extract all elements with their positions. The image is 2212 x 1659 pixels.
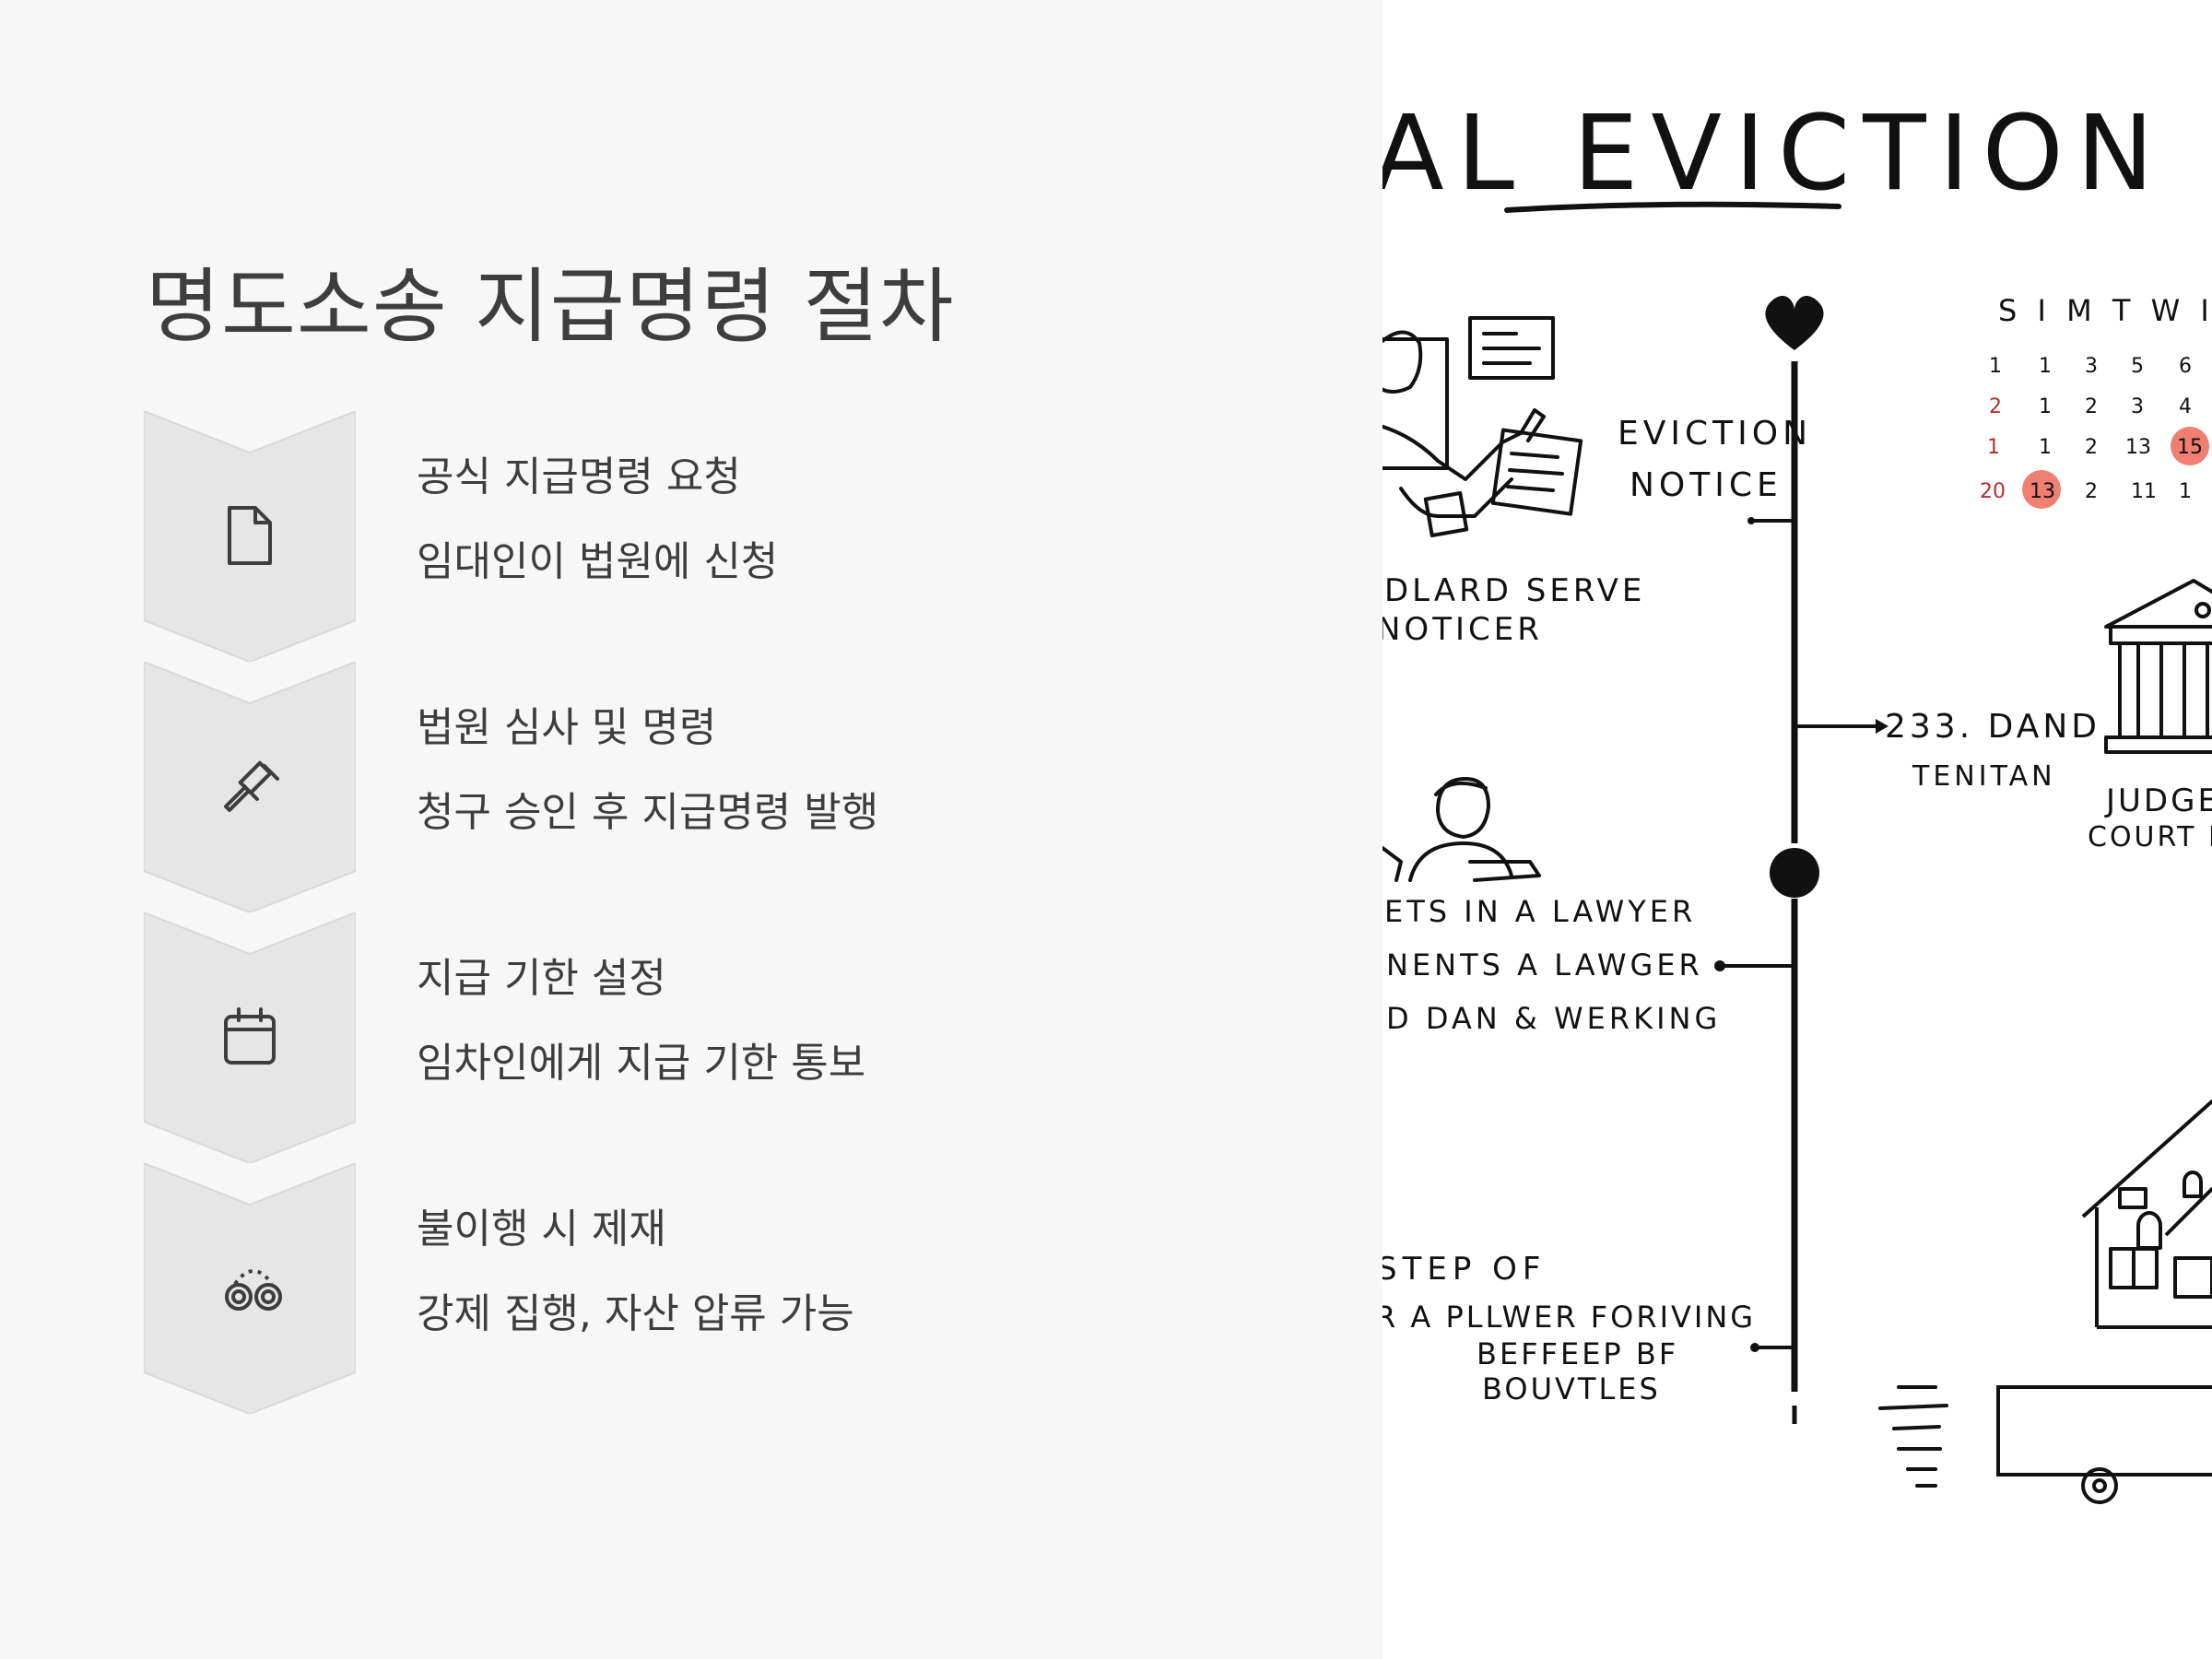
step-chevron <box>144 411 356 662</box>
content-panel: 명도소송 지급명령 절차 공식 지급명령 요청 임대인이 법원 <box>144 259 1342 1414</box>
landlord-illustration <box>1382 316 1583 537</box>
hearing-label: 233. DAND <box>1885 708 2100 746</box>
timeline-milestone <box>1770 848 1819 898</box>
final-step-label: BOUVTLES <box>1482 1371 1661 1406</box>
house-illustration <box>2081 1100 2212 1329</box>
final-step-label: STEP OF <box>1382 1251 1546 1288</box>
svg-text:13: 13 <box>2030 480 2055 503</box>
process-step-1: 공식 지급명령 요청 임대인이 법원에 신청 <box>144 411 1342 662</box>
lawyer-label: NENTS A LAWGER <box>1386 947 1703 982</box>
courthouse-illustration <box>2104 579 2212 754</box>
handcuffs-icon <box>222 1256 282 1319</box>
svg-text:1: 1 <box>1987 436 2000 459</box>
step-description: 강제 집행, 자산 압류 가능 <box>417 1290 854 1337</box>
svg-text:6: 6 <box>2179 355 2192 378</box>
step-description: 청구 승인 후 지급명령 발행 <box>417 789 879 836</box>
notice-label: EVICTION <box>1618 415 1812 453</box>
svg-text:20: 20 <box>1980 480 2006 503</box>
svg-text:11: 11 <box>2131 480 2157 503</box>
process-step-3: 지급 기한 설정 임차인에게 지급 기한 통보 <box>144 912 1342 1163</box>
process-step-2: 법원 심사 및 명령 청구 승인 후 지급명령 발행 <box>144 662 1342 912</box>
serve-label: NOTICER <box>1382 611 1543 648</box>
step-description: 임차인에게 지급 기한 통보 <box>417 1040 866 1087</box>
svg-text:1: 1 <box>2179 480 2192 503</box>
svg-text:5: 5 <box>2131 355 2144 378</box>
svg-text:2: 2 <box>1989 395 2002 418</box>
serve-label: DLARD SERVE <box>1384 572 1645 609</box>
svg-text:1: 1 <box>2039 355 2052 378</box>
final-step-label: BEFFEEP BF <box>1477 1336 1678 1371</box>
document-icon <box>222 504 277 567</box>
judge-label: COURT II <box>2088 821 2212 853</box>
calendar-illustration: S I M T W I F 1 1 3 5 6 2 1 2 3 4 1 1 2 <box>1980 293 2212 509</box>
gavel-icon <box>222 755 279 818</box>
svg-text:4: 4 <box>2179 395 2192 418</box>
lawyer-illustration <box>1382 777 1541 882</box>
truck-illustration <box>1878 1385 2212 1504</box>
svg-text:2: 2 <box>2085 480 2098 503</box>
lawyer-label: D DAN & WERKING <box>1386 1001 1721 1036</box>
svg-text:1: 1 <box>2039 436 2052 459</box>
final-step-label: R A PLLWER FORIVING <box>1382 1300 1756 1335</box>
step-heading: 지급 기한 설정 <box>417 955 666 1002</box>
step-chevron <box>144 662 356 912</box>
step-heading: 법원 심사 및 명령 <box>417 704 717 751</box>
svg-text:13: 13 <box>2125 436 2151 459</box>
step-description: 임대인이 법원에 신청 <box>417 538 779 585</box>
svg-text:1: 1 <box>1989 355 2002 378</box>
heart-icon <box>1765 295 1824 350</box>
process-step-4: 불이행 시 제재 강제 집행, 자산 압류 가능 <box>144 1163 1342 1414</box>
illustration-title: AL EVICTION PROCE <box>1382 94 2212 214</box>
hearing-label: TENITAN <box>1912 760 2056 793</box>
step-heading: 공식 지급명령 요청 <box>417 453 741 500</box>
svg-text:15: 15 <box>2177 436 2203 459</box>
lawyer-label: ETS IN A LAWYER <box>1384 894 1696 929</box>
page-title: 명도소송 지급명령 절차 <box>146 259 955 354</box>
svg-text:3: 3 <box>2131 395 2144 418</box>
svg-text:1: 1 <box>2039 395 2052 418</box>
svg-text:3: 3 <box>2085 355 2098 378</box>
calendar-icon <box>222 1006 277 1068</box>
svg-text:S I M T W I F: S I M T W I F <box>1998 293 2212 328</box>
svg-text:2: 2 <box>2085 436 2098 459</box>
step-chevron <box>144 912 356 1163</box>
notice-label: NOTICE <box>1630 466 1783 504</box>
step-heading: 불이행 시 제재 <box>417 1206 666 1253</box>
eviction-process-illustration: AL EVICTION PROCE <box>1382 0 2212 1659</box>
svg-text:2: 2 <box>2085 395 2098 418</box>
judge-label: JUDGE <box>2104 782 2212 819</box>
